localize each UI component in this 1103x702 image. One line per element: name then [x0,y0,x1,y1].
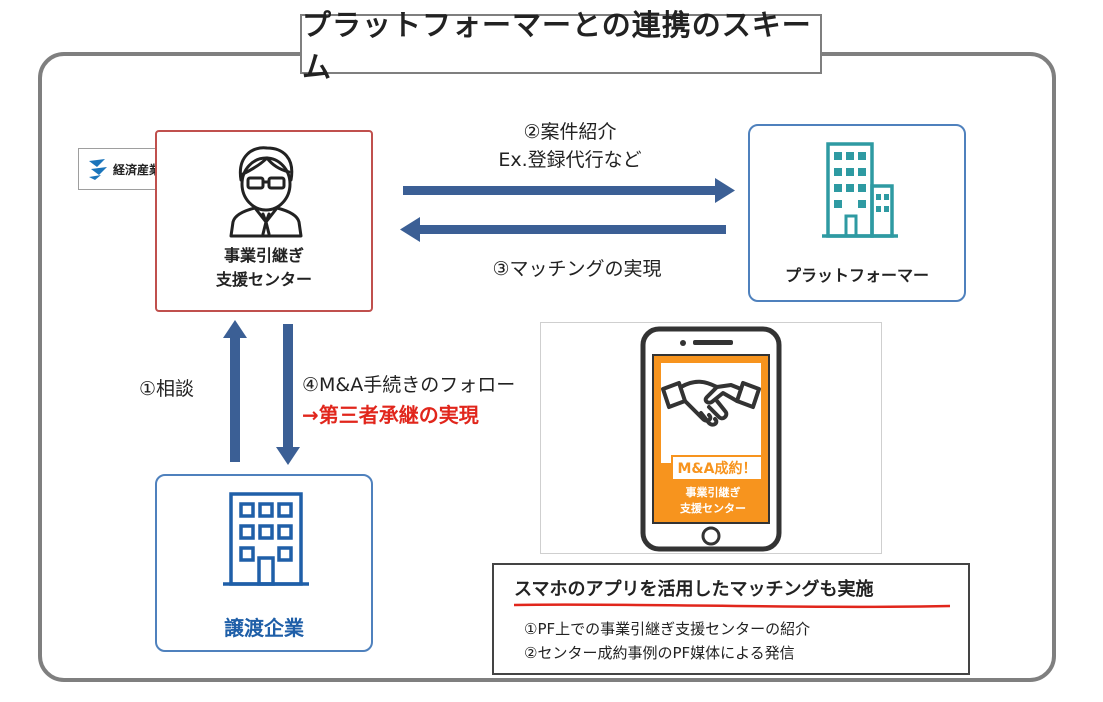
platformer-label: プラットフォーマー [784,266,929,285]
succession-label: →第三者承継の実現 [302,403,479,427]
referral-label: ②案件紹介 [523,121,617,143]
referral-arrow [403,178,735,203]
platformer-node: プラットフォーマー [748,124,966,302]
building-icon [223,492,309,586]
referral-sublabel: Ex.登録代行など [498,149,642,171]
smartphone-illustration: M&A成約！ 事業引継ぎ 支援センター [540,322,882,554]
building-icon [822,142,898,238]
phone-banner: M&A成約！ [671,455,763,481]
page-title: プラットフォーマーとの連携のスキーム [300,8,822,84]
support-center-node: 事業引継ぎ 支援センター [155,130,373,312]
follow-label: ④M&A手続きのフォロー [302,374,516,396]
note-item-1: ①PF上での事業引継ぎ支援センターの紹介 [524,620,811,638]
note-heading: スマホのアプリを活用したマッチングも実施 [514,579,874,600]
support-center-label-line2: 支援センター [215,270,312,289]
phone-center-line2: 支援センター [680,502,746,515]
consult-arrow [223,320,247,462]
handshake-icon [661,379,761,427]
note-box: スマホのアプリを活用したマッチングも実施 ①PF上での事業引継ぎ支援センターの紹… [492,563,970,675]
meti-logo-icon [89,159,107,180]
matching-arrow [400,217,726,242]
red-underline [513,603,951,609]
transferor-label: 譲渡企業 [224,616,304,640]
note-item-2: ②センター成約事例のPF媒体による発信 [524,644,795,662]
support-center-label-line1: 事業引継ぎ [223,246,304,265]
transferor-node: 譲渡企業 [155,474,373,652]
phone-center-line1: 事業引継ぎ [685,486,741,499]
person-icon [229,146,303,238]
matching-label: ③マッチングの実現 [492,258,662,280]
consult-label: ①相談 [139,378,195,400]
smartphone-icon [640,326,782,552]
follow-arrow [276,324,300,465]
